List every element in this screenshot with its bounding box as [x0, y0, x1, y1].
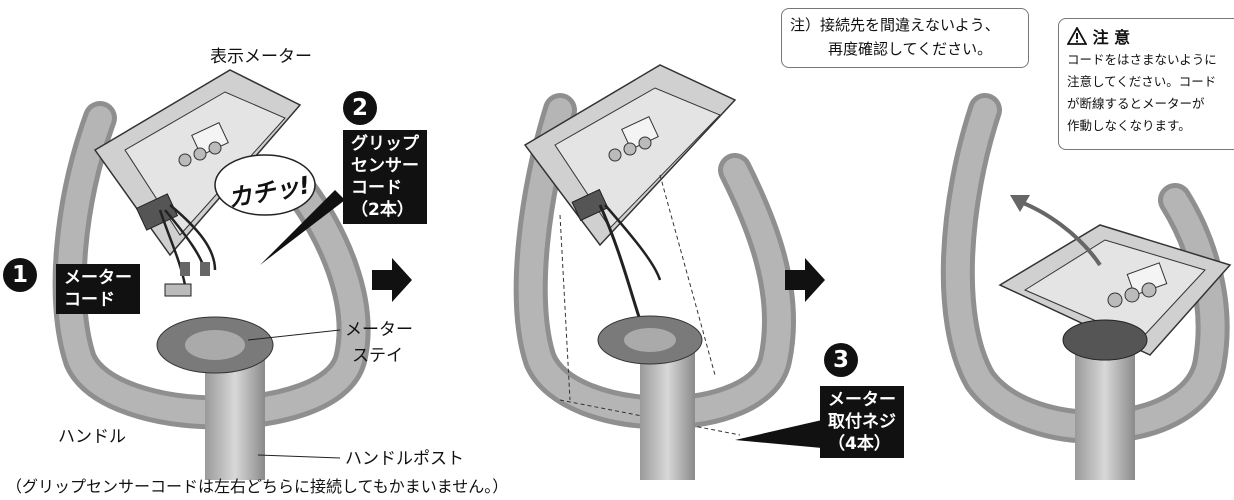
caution-line: コードをはさまないように	[1067, 52, 1217, 67]
meter-stay-label-line2: ステイ	[352, 346, 403, 366]
panel-2-illustration	[513, 64, 822, 480]
note-line-1: 注）接続先を間違えないよう、	[790, 16, 1000, 34]
right-arrow-icon	[372, 258, 412, 302]
step1-callout: メーター コード	[56, 264, 140, 314]
right-arrow-icon	[785, 258, 825, 302]
caution-line: 注意してください。コード	[1067, 74, 1217, 89]
footnote: （グリップセンサーコードは左右どちらに接続してもかまいません。）	[6, 477, 509, 496]
caution-title: 注 意	[1092, 28, 1131, 47]
caution-header: 注 意	[1066, 26, 1230, 49]
note-box: 注）接続先を間違えないよう、 再度確認してください。	[781, 8, 1029, 68]
warning-triangle-icon	[1066, 26, 1088, 45]
handle-label: ハンドル	[58, 427, 126, 447]
step3-number: 3	[824, 343, 858, 377]
step3-callout: メーター 取付ネジ （4本）	[820, 386, 904, 458]
caution-line: が断線するとメーターが	[1067, 96, 1205, 111]
panel-1-illustration	[52, 69, 371, 480]
handle-post-label: ハンドルポスト	[345, 449, 464, 469]
meter-stay-label-line1: メーター	[345, 320, 413, 340]
note-line-2: 再度確認してください。	[828, 40, 993, 58]
step2-callout: グリップ センサー コード （2本）	[343, 130, 427, 224]
panel-3-illustration	[940, 93, 1232, 480]
display-meter-label: 表示メーター	[210, 47, 312, 67]
caution-line: 作動しなくなります。	[1067, 118, 1191, 133]
caution-box: 注 意 コードをはさまないように 注意してください。コード が断線するとメーター…	[1058, 18, 1234, 150]
step2-number: 2	[343, 91, 377, 125]
step1-number: 1	[3, 258, 37, 292]
